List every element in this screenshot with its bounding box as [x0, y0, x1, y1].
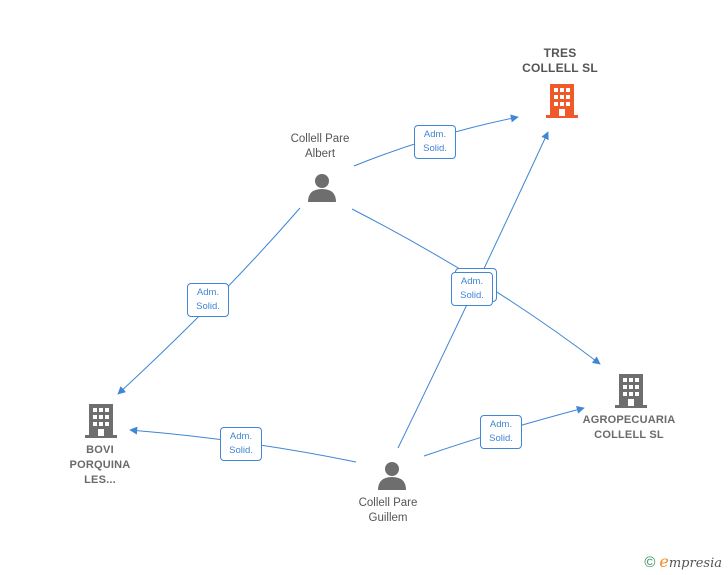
edge-badge-line2: Solid. [196, 301, 220, 312]
edge-badge-albert-bovi[interactable]: Adm. Solid. [187, 283, 229, 317]
bovi-label-line3: LES... [84, 474, 116, 486]
person-icon-guillem[interactable] [376, 460, 408, 492]
bovi-label[interactable]: BOVI PORQUINA LES... [60, 443, 140, 488]
tres-collell-label[interactable]: TRES COLLELL SL [510, 46, 610, 76]
building-icon-agropecuaria[interactable] [615, 373, 647, 409]
edge-badge-line1: Adm. [489, 419, 513, 430]
edge-badge-line1: Adm. [460, 276, 484, 287]
edge-badge-line2: Solid. [229, 445, 253, 456]
guillem-label[interactable]: Collell Pare Guillem [338, 496, 438, 526]
edge-badge-line1: Adm. [423, 129, 447, 140]
edge-badge-line2: Solid. [460, 290, 484, 301]
edge-badge-line2: Solid. [423, 143, 447, 154]
albert-label-line1: Collell Pare [290, 133, 350, 145]
brand-logo-initial: e [659, 552, 669, 571]
agropecuaria-label-line1: AGROPECUARIA [582, 414, 676, 426]
building-icon-bovi[interactable] [85, 403, 117, 439]
albert-label[interactable]: Collell Pare Albert [270, 132, 370, 162]
copyright-symbol: © [644, 554, 656, 571]
guillem-label-line1: Collell Pare [358, 497, 418, 509]
edge-badge-albert-agropecuaria[interactable]: Adm. Solid. [451, 272, 493, 306]
edge-badge-line1: Adm. [229, 431, 253, 442]
tres-collell-label-line1: TRES [543, 46, 577, 60]
brand-watermark: ©empresia [644, 552, 722, 571]
brand-logo-rest: mpresia [668, 556, 722, 571]
edge-badge-albert-tres-collell[interactable]: Adm. Solid. [414, 125, 456, 159]
albert-label-line2: Albert [304, 148, 336, 160]
edge-badge-guillem-agropecuaria[interactable]: Adm. Solid. [480, 415, 522, 449]
edge-badge-line2: Solid. [489, 433, 513, 444]
bovi-label-line1: BOVI [86, 444, 114, 456]
agropecuaria-label[interactable]: AGROPECUARIA COLLELL SL [576, 413, 682, 443]
guillem-label-line2: Guillem [368, 512, 408, 524]
brand-logo: empresia [659, 552, 722, 571]
agropecuaria-label-line2: COLLELL SL [594, 429, 664, 441]
tres-collell-label-line2: COLLELL SL [522, 61, 598, 75]
person-icon-albert[interactable] [306, 172, 338, 204]
building-icon-highlight[interactable] [546, 83, 578, 119]
edge-badge-guillem-bovi[interactable]: Adm. Solid. [220, 427, 262, 461]
bovi-label-line2: PORQUINA [69, 459, 131, 471]
edge-badge-line1: Adm. [196, 287, 220, 298]
